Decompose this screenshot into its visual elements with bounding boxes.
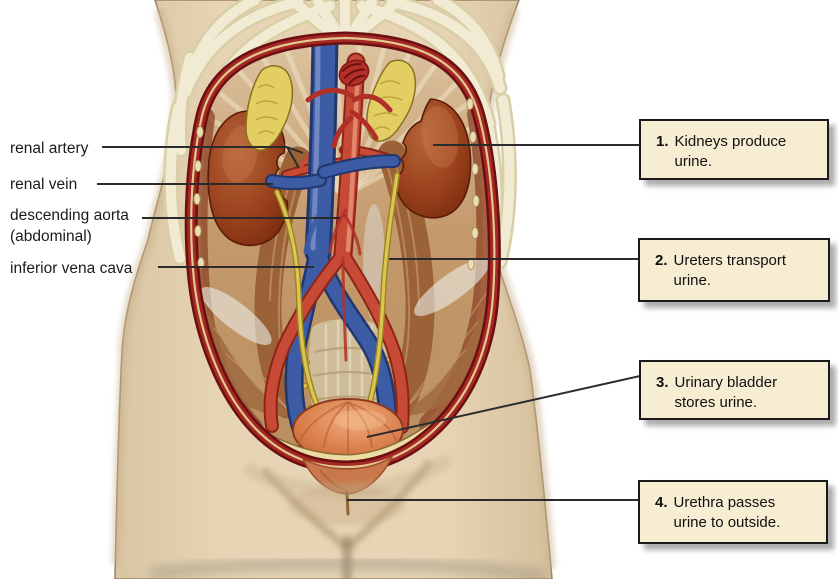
inferior-vena-cava-vessel: [284, 38, 398, 442]
callout-3-bladder: 3. Urinary bladder stores urine.: [639, 360, 830, 420]
urinary-bladder: [292, 398, 404, 462]
rib-cross-sections: [193, 97, 480, 271]
iliacus-muscles: [198, 282, 492, 417]
esophagus-coil: [338, 59, 370, 87]
groin-shading: [243, 455, 451, 579]
adrenal-gland-left: [245, 65, 294, 151]
callout-1-kidneys: 1. Kidneys produce urine.: [639, 119, 829, 180]
callout-2-ureters: 2. Ureters transport urine.: [638, 238, 830, 302]
renal-veins: [265, 154, 401, 191]
callout-3-text: Urinary bladder stores urine.: [674, 374, 778, 411]
label-renal-vein: renal vein: [10, 176, 78, 193]
kidney-right: [395, 98, 472, 219]
callout-2-number: 2.: [655, 252, 668, 269]
callout-3-number: 3.: [656, 374, 669, 391]
label-renal-artery: renal artery: [10, 140, 89, 157]
figure-bottom-shadow: [149, 557, 546, 579]
callout-4-number: 4.: [655, 494, 668, 511]
abdominal-cavity: [184, 31, 501, 474]
callout-1-number: 1.: [656, 133, 669, 150]
callout-1-text: Kidneys produce urine.: [674, 133, 787, 170]
callout-4-text: Urethra passes urine to outside.: [673, 494, 781, 531]
cavity-rim: [184, 31, 501, 474]
connector-lines: [97, 144, 641, 501]
label-inferior-vena-cava: inferior vena cava: [10, 260, 133, 277]
callout-4-urethra: 4. Urethra passes urine to outside.: [638, 480, 828, 544]
label-descending-aorta: descending aorta (abdominal): [10, 207, 129, 245]
callout-2-text: Ureters transport urine.: [673, 252, 787, 289]
